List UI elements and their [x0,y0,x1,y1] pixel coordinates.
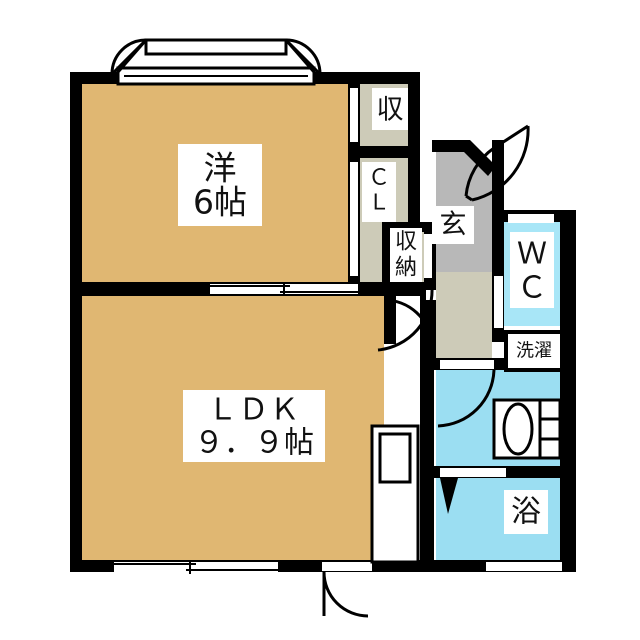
floor-fills [82,84,560,562]
label-bg-bath [504,490,548,534]
label-bg-genkan [432,206,474,244]
opening-closet-left-2 [350,162,358,276]
wall-shunou-left [382,222,390,282]
label-bg-laundry [510,338,558,364]
wall-ldk-right-3 [420,358,434,572]
opening-wc-top [508,214,554,223]
wall-top-storage [348,72,420,84]
wall-wc-inner-right [560,216,576,342]
door-swings [322,124,530,618]
wall-shunou-top [382,222,434,232]
ldk-bottom-swing-door [322,571,369,618]
label-bath: 浴 [511,495,541,530]
bath-door-marker [440,478,458,514]
openings [114,88,562,574]
opening-wc-door [494,276,503,328]
label-storage-2: 納 [395,256,417,281]
entrance-swing-door [464,146,495,197]
opening-ldk-bottom-door [322,562,372,571]
label-wc-w: Ｗ [517,237,547,272]
vanity-basin [492,398,562,460]
wall-entrance-angle [432,140,496,176]
bay-window-top [110,38,322,86]
wall-closet-divider [348,146,420,158]
opening-washroom-top [440,360,494,369]
label-ldk-name: ＬＤＫ [208,393,301,428]
label-storage-upper: 収 [377,95,404,126]
wall-right-upper-block [492,140,504,216]
room-fill-ldk-notch [348,296,384,342]
label-bg-storage-upper [372,88,408,130]
label-bg-western [178,144,262,226]
washroom-swing-door [437,369,496,428]
wall-left-outer [70,72,82,572]
hall-swing-door [377,287,434,352]
label-western-room-size: 6帖 [193,183,247,222]
label-western-room-type: 洋 [204,149,237,188]
kitchen-counter-sink [370,424,420,564]
label-laundry: 洗濯 [516,341,552,362]
wall-washroom-right [560,358,576,572]
opening-bath-bottom [486,562,562,571]
wall-mid-horizontal-2 [360,282,434,296]
opening-closet-left-1 [350,88,358,142]
label-ldk-size: ９．９帖 [194,426,314,461]
label-genkan: 玄 [440,210,467,241]
room-labels: 洋 6帖 ＬＤＫ ９．９帖 収 Ｃ Ｌ 収 納 玄 Ｗ Ｃ 洗濯 浴 [178,88,558,534]
sliding-window-bottom [114,560,278,574]
label-bg-shunou [390,228,422,282]
label-closet-c: Ｃ [368,166,390,191]
ldk-swing-door [383,298,434,345]
label-bg-wc [510,232,554,308]
entrance-swing-door-arc [471,125,530,202]
label-closet-l: Ｌ [368,191,390,216]
label-bg-closet [362,162,396,222]
label-storage-1: 収 [395,230,417,255]
label-wc-c: Ｃ [517,271,547,306]
opening-shunou [424,234,432,278]
wall-ldk-right [384,296,396,344]
label-bg-ldk [183,390,325,462]
sliding-door-middle [210,282,358,296]
opening-bath-door [440,468,506,477]
